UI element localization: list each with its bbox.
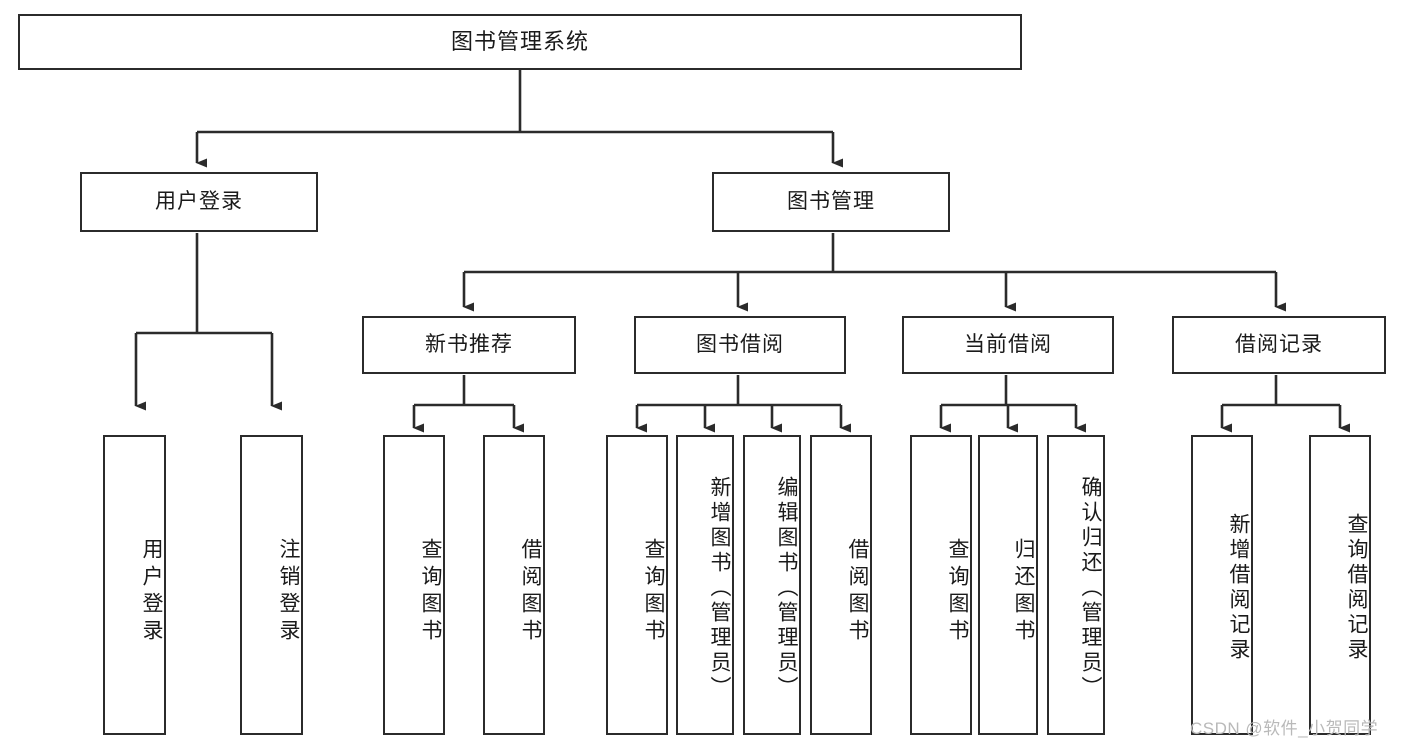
node-leaf-query-book-1[interactable]: 查询图书: [383, 435, 445, 735]
node-root-system[interactable]: 图书管理系统: [18, 14, 1022, 70]
node-leaf-borrow-book-1[interactable]: 借阅图书: [483, 435, 545, 735]
node-leaf-borrow-book-2[interactable]: 借阅图书: [810, 435, 872, 735]
node-leaf-borrow-book-2-label: 借阅图书: [846, 538, 869, 646]
node-leaf-user-login-label: 用户登录: [140, 538, 163, 646]
node-root-system-label: 图书管理系统: [450, 28, 589, 54]
node-leaf-confirm-return-label: 确认归还（管理员）: [1079, 475, 1102, 701]
node-leaf-query-book-2[interactable]: 查询图书: [606, 435, 668, 735]
node-leaf-edit-book-label: 编辑图书（管理员）: [775, 475, 798, 701]
node-leaf-query-book-3-label: 查询图书: [946, 538, 969, 646]
node-borrow-record[interactable]: 借阅记录: [1172, 316, 1386, 374]
node-leaf-return-book-label: 归还图书: [1012, 538, 1035, 646]
node-leaf-edit-book[interactable]: 编辑图书（管理员）: [743, 435, 801, 735]
node-user-login-label: 用户登录: [155, 190, 243, 214]
node-leaf-add-record-label: 新增借阅记录: [1227, 513, 1250, 663]
node-leaf-logout-login-label: 注销登录: [277, 538, 300, 646]
node-leaf-logout-login[interactable]: 注销登录: [240, 435, 303, 735]
node-user-login[interactable]: 用户登录: [80, 172, 318, 232]
node-leaf-query-record-label: 查询借阅记录: [1345, 513, 1368, 663]
node-borrow-record-label: 借阅记录: [1235, 333, 1323, 357]
node-new-book-recommend[interactable]: 新书推荐: [362, 316, 576, 374]
csdn-watermark: CSDN @软件_小贺同学: [1190, 719, 1379, 738]
node-leaf-return-book[interactable]: 归还图书: [978, 435, 1038, 735]
node-book-manage[interactable]: 图书管理: [712, 172, 950, 232]
node-leaf-query-book-3[interactable]: 查询图书: [910, 435, 972, 735]
node-leaf-user-login[interactable]: 用户登录: [103, 435, 166, 735]
node-book-manage-label: 图书管理: [787, 190, 875, 214]
node-new-book-recommend-label: 新书推荐: [425, 333, 513, 357]
node-book-borrow-label: 图书借阅: [696, 333, 784, 357]
node-leaf-add-book[interactable]: 新增图书（管理员）: [676, 435, 734, 735]
node-leaf-borrow-book-1-label: 借阅图书: [519, 538, 542, 646]
node-book-borrow[interactable]: 图书借阅: [634, 316, 846, 374]
node-leaf-confirm-return[interactable]: 确认归还（管理员）: [1047, 435, 1105, 735]
node-leaf-query-book-1-label: 查询图书: [419, 538, 442, 646]
node-leaf-add-book-label: 新增图书（管理员）: [708, 475, 731, 701]
node-leaf-query-record[interactable]: 查询借阅记录: [1309, 435, 1371, 735]
node-current-borrow[interactable]: 当前借阅: [902, 316, 1114, 374]
node-current-borrow-label: 当前借阅: [964, 333, 1052, 357]
node-leaf-add-record[interactable]: 新增借阅记录: [1191, 435, 1253, 735]
node-leaf-query-book-2-label: 查询图书: [642, 538, 665, 646]
